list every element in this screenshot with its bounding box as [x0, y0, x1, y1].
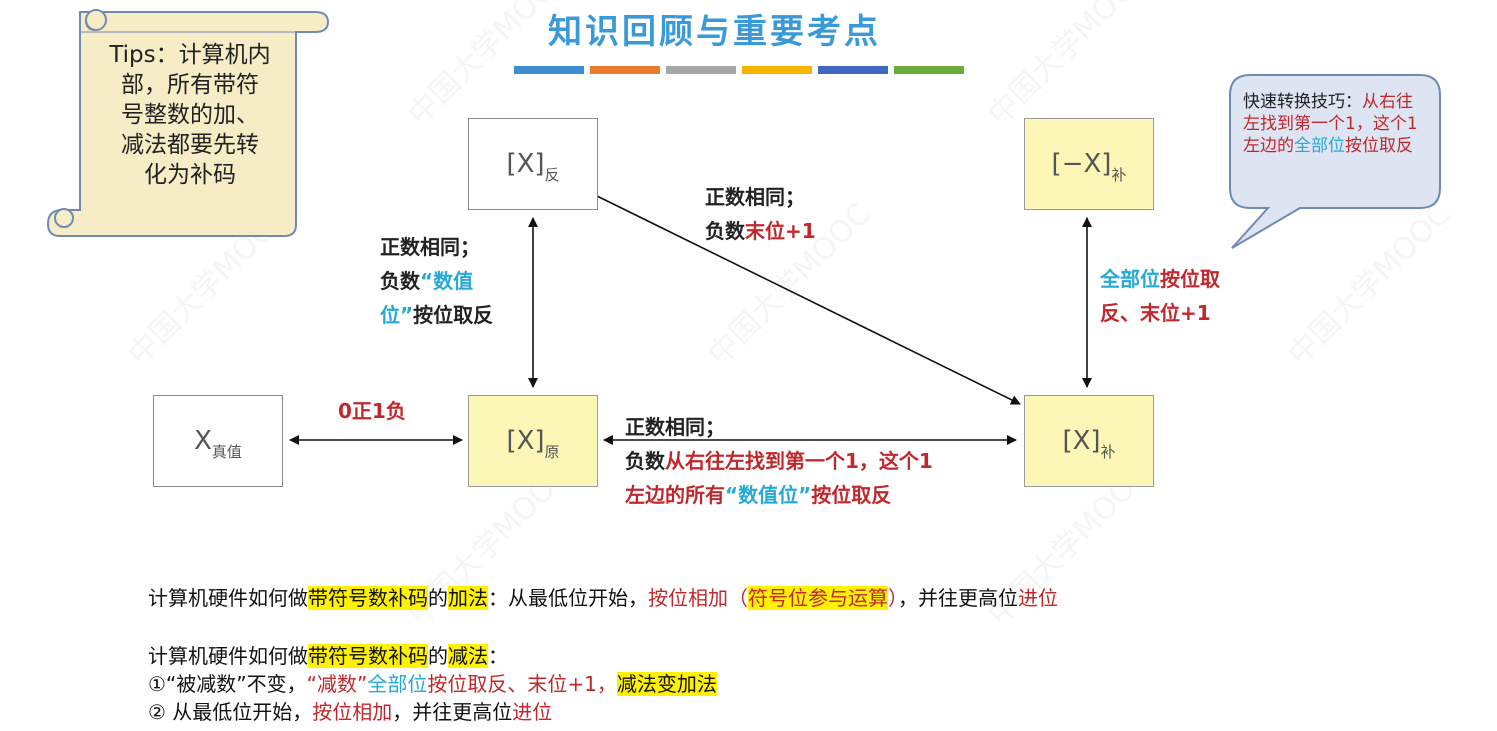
- text-part: 的: [428, 644, 448, 668]
- label-part: 从右往左找到第一个1，这个1: [665, 449, 933, 473]
- tips-line: 号整数的加、: [90, 100, 290, 130]
- bubble-part: 全部位: [1294, 136, 1345, 156]
- label-part: 末位+1: [745, 219, 816, 243]
- text-part: ：: [488, 644, 508, 668]
- text-part: 进位: [512, 700, 552, 724]
- text-part: 的: [428, 586, 448, 610]
- text-part: ：从最低位开始，: [488, 586, 648, 610]
- text-part: 按位相加: [312, 700, 392, 724]
- text-part: ①“被减数”不变，: [148, 672, 307, 696]
- subtraction-step2: ② 从最低位开始，按位相加，并往更高位进位: [148, 698, 552, 726]
- label-line: 位”按位取反: [380, 298, 493, 332]
- subtraction-line: 计算机硬件如何做带符号数补码的减法：: [148, 642, 508, 670]
- box-x-bu: [X]补: [1024, 395, 1154, 487]
- label-part: 按位取反: [413, 303, 493, 327]
- highlight-part: 加法: [448, 586, 488, 610]
- text-part: 计算机硬件如何做: [148, 586, 308, 610]
- box-subscript: 真值: [212, 441, 242, 462]
- box-label: [−X]: [1052, 149, 1112, 179]
- text-part: 进位: [1018, 586, 1058, 610]
- label-neg-bu: 全部位按位取 反、末位+1: [1100, 262, 1220, 330]
- subtraction-step1: ①“被减数”不变，“减数”全部位按位取反、末位+1，减法变加法: [148, 670, 717, 698]
- text-part: ）: [888, 586, 898, 610]
- label-line: 负数“数值: [380, 264, 493, 298]
- label-fan-bu: 正数相同； 负数末位+1: [705, 180, 816, 248]
- label-line: 正数相同；: [380, 230, 493, 264]
- label-part: 负数: [625, 449, 665, 473]
- highlight-part: 减法: [448, 644, 488, 668]
- label-part: 负数: [705, 219, 745, 243]
- text-part: ② 从最低位开始，: [148, 700, 312, 724]
- box-label: [X]: [1062, 426, 1100, 456]
- tips-text: Tips：计算机内 部，所有带符 号整数的加、 减法都要先转 化为补码: [90, 40, 290, 190]
- highlight-part: 减法变加法: [617, 672, 717, 696]
- label-line: 全部位按位取: [1100, 262, 1220, 296]
- label-part: “数值: [420, 269, 473, 293]
- text-part: ，并往更高位: [392, 700, 512, 724]
- label-yuan-bu: 正数相同； 负数从右往左找到第一个1，这个1 左边的所有“数值位”按位取反: [625, 410, 933, 512]
- tips-line: 减法都要先转: [90, 130, 290, 160]
- label-line: 负数从右往左找到第一个1，这个1: [625, 444, 933, 478]
- highlight-part: 带符号数补码: [308, 644, 428, 668]
- text-part: “减数”: [307, 672, 368, 696]
- label-line: 正数相同；: [705, 180, 816, 214]
- text-part: 全部位: [367, 672, 427, 696]
- label-part: 左边的所有: [625, 483, 725, 507]
- label-line: 负数末位+1: [705, 214, 816, 248]
- bubble-text: 快速转换技巧：从右往左找到第一个1，这个1左边的全部位按位取反: [1243, 91, 1428, 157]
- text-part: ，并往更高位: [898, 586, 1018, 610]
- box-label: [X]: [506, 426, 544, 456]
- label-part: 按位取反: [811, 483, 891, 507]
- bubble-part: 按位取反: [1345, 136, 1413, 156]
- box-subscript: 补: [1101, 441, 1116, 462]
- label-line: 左边的所有“数值位”按位取反: [625, 478, 933, 512]
- label-part: 按位取: [1160, 267, 1220, 291]
- box-label: X: [194, 426, 212, 456]
- highlight-part: 带符号数补码: [308, 586, 428, 610]
- tips-line: Tips：计算机内: [90, 40, 290, 70]
- box-label: [X]: [506, 149, 544, 179]
- text-part: 计算机硬件如何做: [148, 644, 308, 668]
- label-true-yuan: 0正1负: [338, 394, 406, 428]
- label-line: 反、末位+1: [1100, 296, 1220, 330]
- label-part: 全部位: [1100, 267, 1160, 291]
- label-fan-yuan: 正数相同； 负数“数值 位”按位取反: [380, 230, 493, 332]
- box-subscript: 补: [1111, 164, 1126, 185]
- text-part: 按位相加（: [648, 586, 748, 610]
- addition-line: 计算机硬件如何做带符号数补码的加法：从最低位开始，按位相加（符号位参与运算），并…: [148, 584, 1058, 612]
- label-line: 正数相同；: [625, 410, 933, 444]
- box-x-fan: [X]反: [468, 118, 598, 210]
- box-subscript: 原: [545, 441, 560, 462]
- bubble-part: 快速转换技巧：: [1243, 92, 1362, 112]
- tips-line: 化为补码: [90, 160, 290, 190]
- tips-line: 部，所有带符: [90, 70, 290, 100]
- box-subscript: 反: [545, 164, 560, 185]
- text-part: 按位取反、末位+1，: [427, 672, 616, 696]
- highlight-part: 符号位参与运算: [748, 586, 888, 610]
- box-neg-x-bu: [−X]补: [1024, 118, 1154, 210]
- label-part: 负数: [380, 269, 420, 293]
- label-part: 位”: [380, 303, 413, 327]
- label-part: “数值位”: [725, 483, 811, 507]
- box-x-yuan: [X]原: [468, 395, 598, 487]
